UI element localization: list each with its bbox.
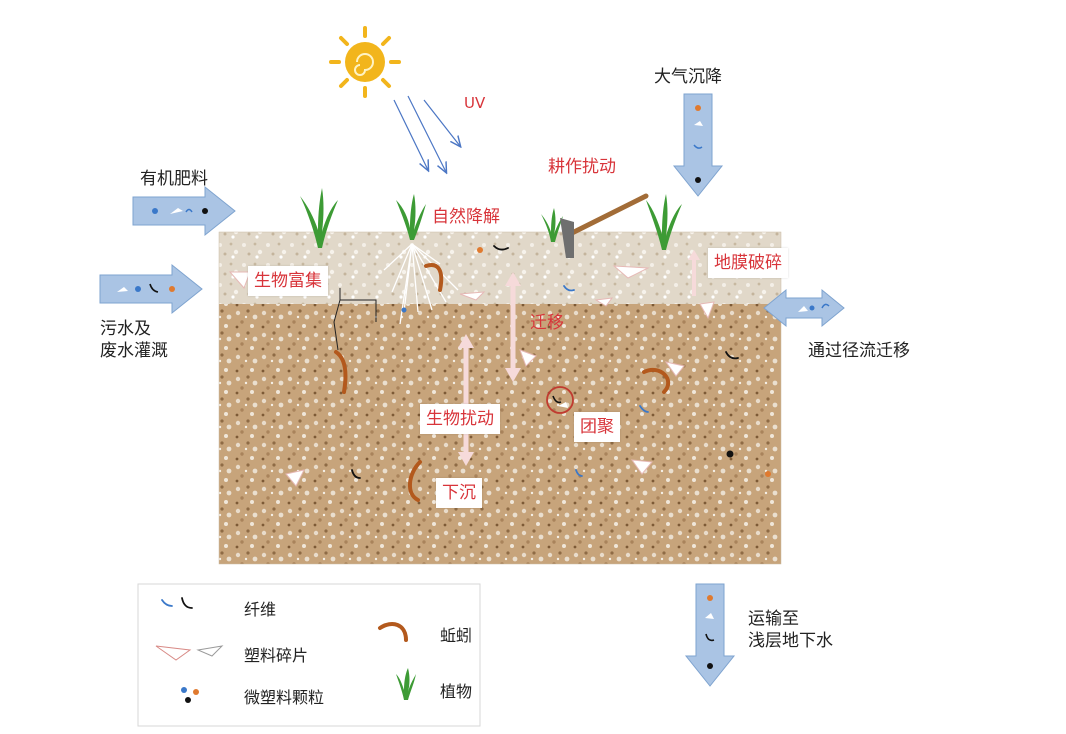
legend-plant-label: 植物 (440, 682, 473, 701)
uv-label: UV (464, 94, 486, 112)
migration-label: 迁移 (530, 313, 564, 333)
legend-plant-icon (396, 668, 416, 700)
soil-deep-layer (219, 302, 781, 564)
legend-fragment-icon (155, 645, 224, 661)
plant-icon (300, 188, 682, 250)
groundwater-label-line2: 浅层地下水 (748, 631, 833, 651)
bio-disturbance-label: 生物扰动 (420, 404, 500, 434)
sinking-label: 下沉 (436, 478, 482, 508)
sun-icon (329, 26, 401, 98)
sewage-label-line1: 污水及 (100, 319, 151, 339)
sewage-irrigation-arrow (99, 263, 203, 315)
natural-degradation-label: 自然降解 (432, 207, 500, 227)
organic-fertilizer-label: 有机肥料 (140, 169, 208, 189)
plant-roots (383, 243, 459, 325)
legend-box (137, 583, 481, 727)
hoe-icon (560, 193, 649, 258)
microplastic-particles (401, 247, 771, 477)
uv-rays (393, 95, 460, 172)
runoff-migration-label: 通过径流迁移 (808, 341, 910, 361)
legend-earthworm-label: 蚯蚓 (440, 626, 473, 645)
legend-particle-label: 微塑料颗粒 (244, 688, 325, 707)
aggregation-icon (546, 386, 574, 414)
bio-enrichment-leader (339, 288, 377, 322)
legend-fragment-label: 塑料碎片 (244, 646, 309, 665)
atmospheric-deposition-label: 大气沉降 (654, 67, 722, 87)
atmospheric-deposition-arrow (672, 93, 724, 197)
film-breakage-label: 地膜破碎 (708, 248, 788, 278)
sewage-label-line2: 废水灌溉 (100, 341, 168, 361)
migration-arrows (505, 272, 521, 382)
organic-fertilizer-arrow (132, 185, 236, 237)
legend-fiber-label: 纤维 (244, 600, 277, 619)
aggregation-label: 团聚 (574, 412, 620, 442)
runoff-migration-arrow (763, 288, 845, 328)
tillage-label: 耕作扰动 (548, 157, 616, 177)
groundwater-label-line1: 运输至 (748, 609, 799, 629)
earthworm-icon (334, 263, 671, 502)
bio-enrichment-label: 生物富集 (248, 266, 328, 296)
plastic-fragments (228, 265, 715, 487)
legend-particle-icon (181, 687, 199, 703)
film-breakage-arrow (688, 250, 700, 296)
bio-disturbance-arrow (458, 334, 474, 466)
groundwater-transport-arrow (684, 583, 736, 687)
fibers (351, 245, 739, 479)
legend-fiber-icon (161, 597, 193, 609)
legend-earthworm-icon (378, 622, 408, 642)
